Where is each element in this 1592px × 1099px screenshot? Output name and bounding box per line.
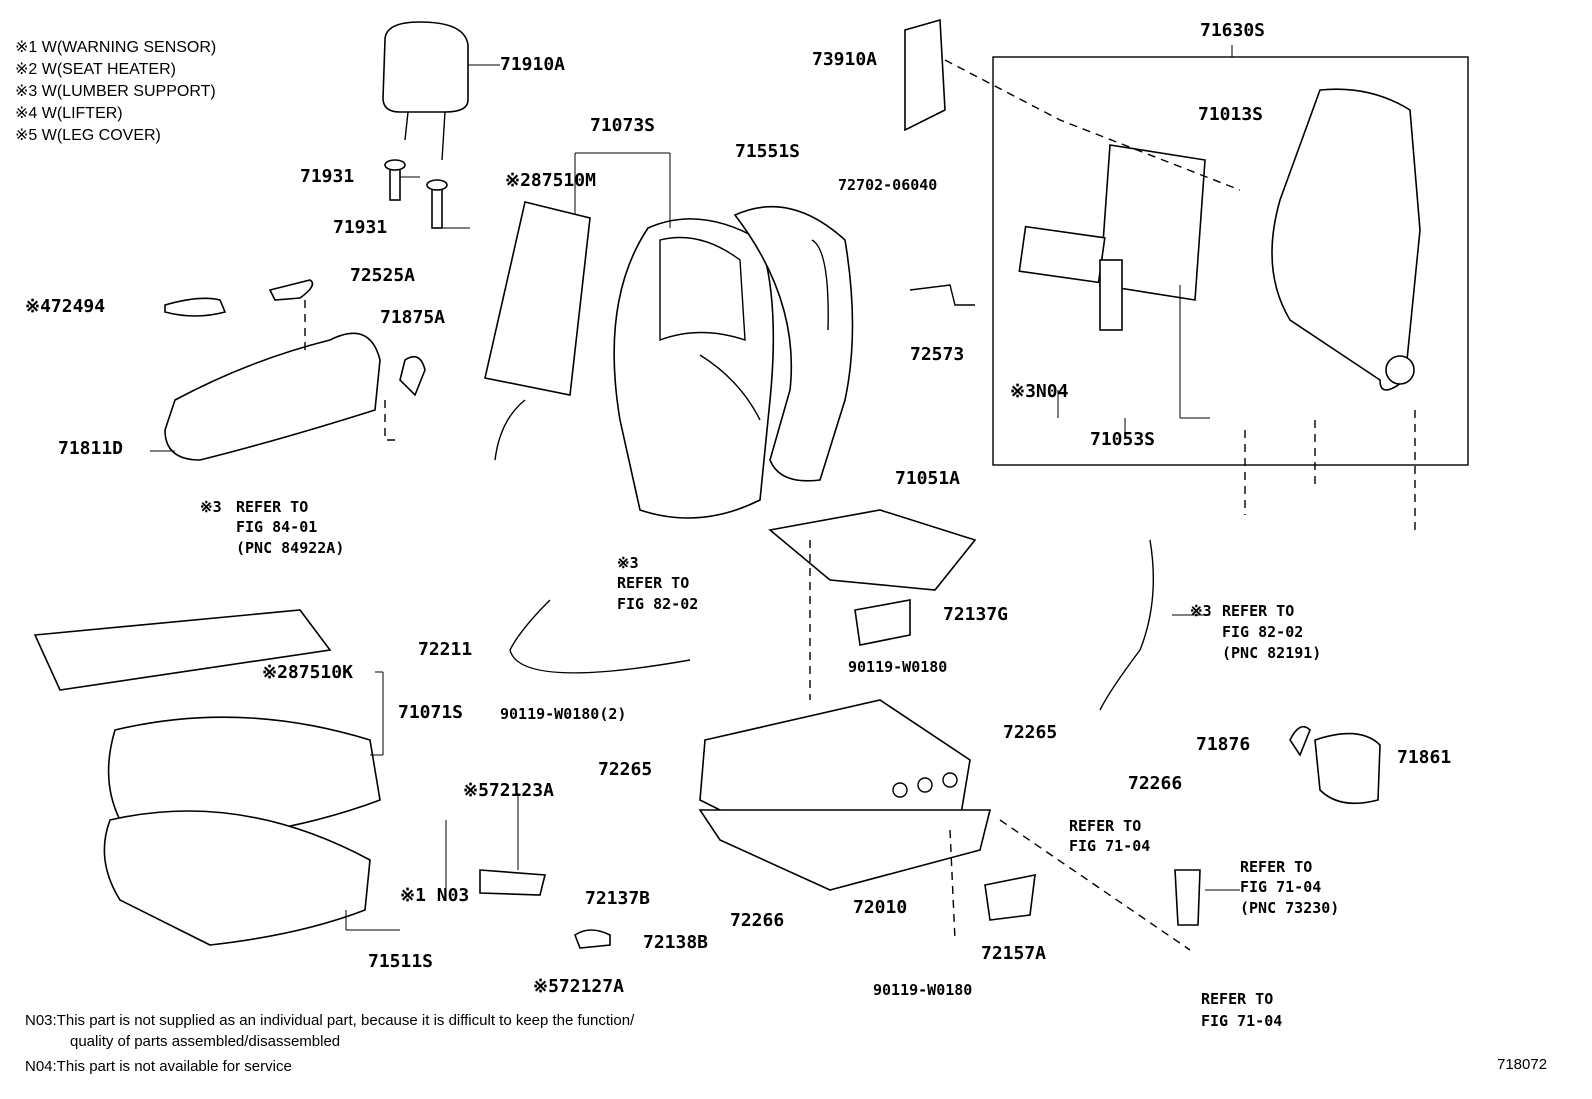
part-72494: ※472494 xyxy=(25,296,106,317)
part-72702-06040: 72702-06040 xyxy=(838,176,938,194)
part-72138B: 72138B xyxy=(643,932,709,953)
part-72266-right: 72266 xyxy=(1128,773,1183,794)
ref-71-04-c-line2: FIG 71-04 xyxy=(1201,1012,1283,1030)
part-72137G: 72137G xyxy=(943,604,1009,625)
legend-item-3: ※3 W(LUMBER SUPPORT) xyxy=(15,83,216,100)
part-87510M: ※287510M xyxy=(505,170,596,191)
ref-82-02-a-line2: FIG 82-02 xyxy=(617,595,699,613)
note-n03-line2: quality of parts assembled/disassembled xyxy=(70,1033,341,1050)
part-71931-a: 71931 xyxy=(300,166,355,187)
part-72127A: ※572127A xyxy=(533,976,624,997)
legend-item-4: ※4 W(LIFTER) xyxy=(15,105,123,122)
side-shield xyxy=(164,332,381,461)
part-71875A: 71875A xyxy=(380,307,446,328)
ref-82-02-b-mark: ※3 xyxy=(1190,602,1212,620)
part-72137B: 72137B xyxy=(585,888,651,909)
part-71811D: 71811D xyxy=(58,438,124,459)
heater-mat-back xyxy=(484,201,591,396)
headrest-shape xyxy=(382,21,469,113)
part-72573: 72573 xyxy=(910,344,965,365)
part-87510K: ※287510K xyxy=(262,662,353,683)
part-71630S: 71630S xyxy=(1200,20,1266,41)
note-n04: N04:This part is not available for servi… xyxy=(25,1058,292,1075)
ref-82-02-b-line2: FIG 82-02 xyxy=(1222,623,1304,641)
cushion-cover-shape xyxy=(107,716,381,841)
ref-82-02-a-mark: ※3 xyxy=(617,554,639,572)
ref-71-04-b-line1: REFER TO xyxy=(1240,858,1313,876)
part-72265-left: 72265 xyxy=(598,759,653,780)
part-90119-W0180-a: 90119-W0180 xyxy=(848,658,948,676)
heater-mat-cushion xyxy=(33,609,332,691)
note-n03-line1: N03:This part is not supplied as an indi… xyxy=(25,1012,635,1029)
ref-71-04-c-line1: REFER TO xyxy=(1201,990,1274,1008)
part-71071S: 71071S xyxy=(398,702,464,723)
ref-71-04-a-line2: FIG 71-04 xyxy=(1069,837,1151,855)
part-72266-lower: 72266 xyxy=(730,910,785,931)
legend-item-1: ※1 W(WARNING SENSOR) xyxy=(15,39,217,56)
ref-71-04-a-line1: REFER TO xyxy=(1069,817,1142,835)
legend-item-2: ※2 W(SEAT HEATER) xyxy=(15,61,176,78)
ref-82-02-a-line1: REFER TO xyxy=(617,574,690,592)
part-72123A: ※572123A xyxy=(463,780,554,801)
ref-71-04-b-line2: FIG 71-04 xyxy=(1240,878,1322,896)
part-71073S: 71073S xyxy=(590,115,656,136)
part-72010: 72010 xyxy=(853,897,908,918)
part-71051A: 71051A xyxy=(895,468,961,489)
ref-84-01-line3: (PNC 84922A) xyxy=(236,539,345,557)
part-N04: ※3N04 xyxy=(1010,381,1069,402)
figure-id: 718072 xyxy=(1497,1056,1548,1073)
part-72157A: 72157A xyxy=(981,943,1047,964)
seatback-frame-shape xyxy=(1271,88,1421,391)
ref-84-01-line2: FIG 84-01 xyxy=(236,518,318,536)
part-90119-W0180-2: 90119-W0180(2) xyxy=(500,705,627,723)
seatback-cover-shape xyxy=(613,218,775,519)
part-71910A: 71910A xyxy=(500,54,566,75)
ref-82-02-b-line1: REFER TO xyxy=(1222,602,1295,620)
part-71511S: 71511S xyxy=(368,951,434,972)
part-71931-b: 71931 xyxy=(333,217,388,238)
part-73910A: 73910A xyxy=(812,49,878,70)
part-71551S: 71551S xyxy=(735,141,801,162)
ref-84-01-mark: ※3 xyxy=(200,498,222,516)
part-72211: 72211 xyxy=(418,639,473,660)
cushion-pad-shape xyxy=(103,810,371,946)
part-71861: 71861 xyxy=(1397,747,1452,768)
ref-71-04-b-line3: (PNC 73230) xyxy=(1240,899,1340,917)
part-71053S: 71053S xyxy=(1090,429,1156,450)
seatback-pad-shape xyxy=(733,205,854,482)
part-71876: 71876 xyxy=(1196,734,1251,755)
legend-item-5: ※5 W(LEG COVER) xyxy=(15,127,161,144)
part-71013S: 71013S xyxy=(1198,104,1264,125)
part-72525A: 72525A xyxy=(350,265,416,286)
ref-84-01-line1: REFER TO xyxy=(236,498,309,516)
assembly-box xyxy=(992,56,1469,466)
part-90119-W0180-c: 90119-W0180 xyxy=(873,981,973,999)
part-72265-right: 72265 xyxy=(1003,722,1058,743)
part-N03: ※1 N03 xyxy=(400,885,470,906)
ref-82-02-b-line3: (PNC 82191) xyxy=(1222,644,1322,662)
seat-spring xyxy=(768,509,977,591)
